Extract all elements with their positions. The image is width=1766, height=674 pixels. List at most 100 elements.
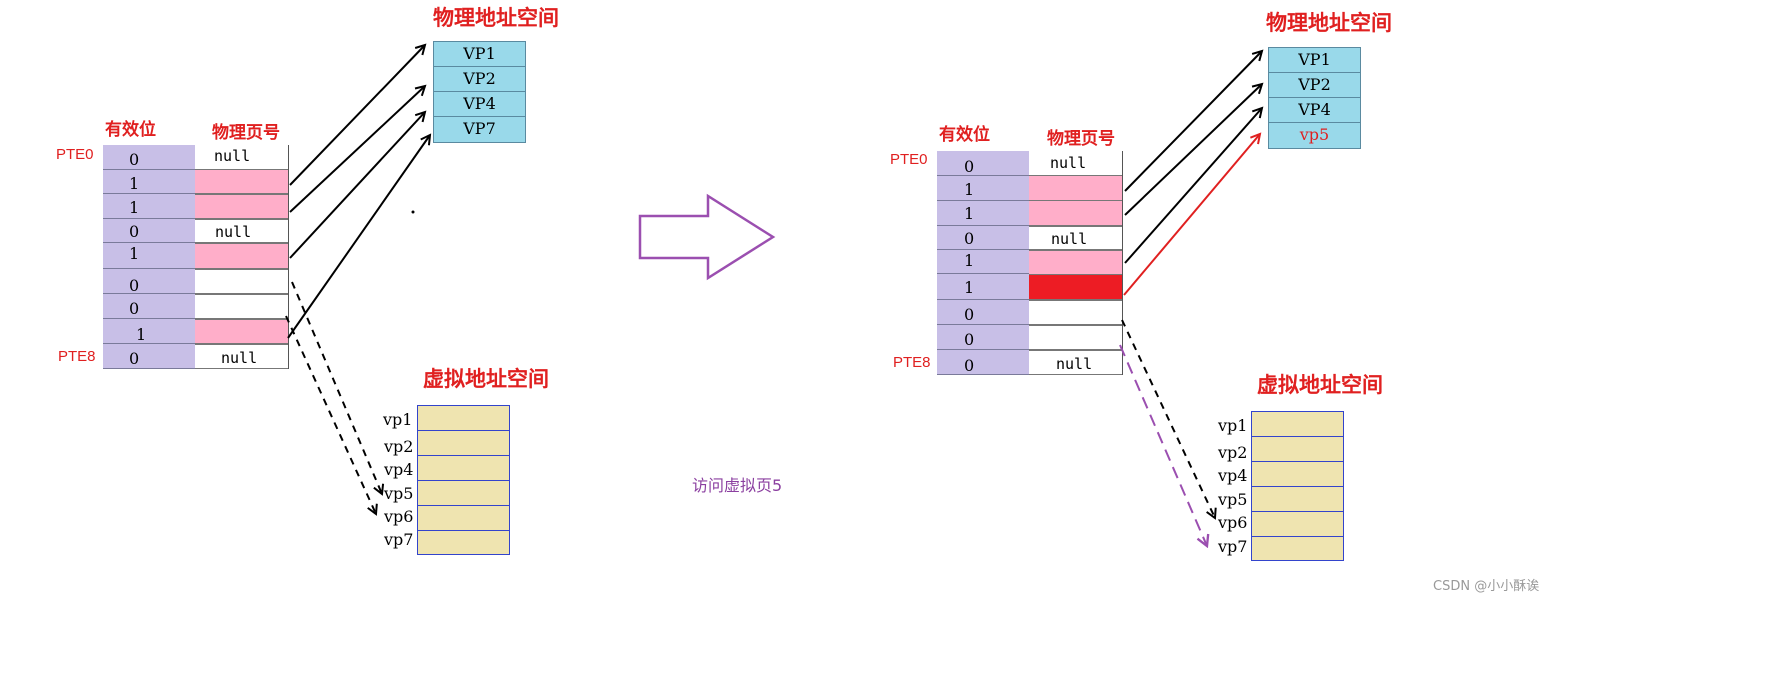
right-valid-cell: 1 bbox=[937, 201, 1029, 226]
valid-bit: 1 bbox=[129, 174, 140, 193]
right-valid-cell: 1 bbox=[937, 176, 1029, 201]
right-phys-page: VP4 bbox=[1268, 97, 1361, 123]
left-phys-page: VP7 bbox=[433, 116, 526, 143]
left-pfn-cell bbox=[195, 294, 289, 319]
right-table-border bbox=[1122, 151, 1123, 375]
pfn-text: null bbox=[1056, 355, 1093, 373]
watermark: CSDN @小小酥诶 bbox=[1433, 579, 1540, 594]
pfn-text: null bbox=[1051, 230, 1088, 248]
left-valid-cell: 0 bbox=[103, 219, 195, 243]
valid-bit: 0 bbox=[129, 150, 140, 169]
valid-bit: 0 bbox=[964, 330, 975, 349]
right-valid-cell: 1 bbox=[937, 274, 1029, 300]
access-note: 访问虚拟页5 bbox=[692, 476, 783, 495]
right-virt-label: vp7 bbox=[1218, 537, 1248, 556]
left-pfn-cell bbox=[195, 169, 289, 194]
left-map-arrow bbox=[289, 45, 425, 186]
right-pfn-cell bbox=[1029, 250, 1123, 275]
left-pfn-cell bbox=[195, 269, 289, 294]
left-valid-cell: 0 bbox=[103, 269, 195, 295]
right-virt-page bbox=[1251, 536, 1344, 561]
right-valid-cell: 1 bbox=[937, 250, 1029, 274]
right-pte8-label: PTE8 bbox=[893, 354, 931, 371]
left-pte0-label: PTE0 bbox=[56, 146, 94, 163]
right-pfn-cell bbox=[1029, 300, 1123, 325]
right-pfn-cell: null bbox=[1029, 151, 1123, 176]
right-virt-label: vp4 bbox=[1218, 466, 1248, 485]
left-pfn-cell bbox=[195, 319, 289, 344]
left-virt-label: vp5 bbox=[384, 484, 414, 503]
left-virt-label: vp2 bbox=[384, 437, 414, 456]
right-virt-label: vp6 bbox=[1218, 513, 1248, 532]
right-valid-cell: 0 bbox=[937, 325, 1029, 350]
valid-bit: 1 bbox=[964, 251, 975, 270]
valid-bit: 1 bbox=[964, 278, 975, 297]
right-virt-title: 虚拟地址空间 bbox=[1257, 373, 1383, 397]
pfn-text: null bbox=[221, 349, 258, 367]
right-map-arrow bbox=[1124, 108, 1262, 264]
right-pfn-cell-new bbox=[1029, 274, 1123, 300]
right-pfn-cell: null bbox=[1029, 350, 1123, 375]
transition-arrow bbox=[638, 193, 776, 281]
right-virt-page bbox=[1251, 436, 1344, 462]
left-virt-label: vp6 bbox=[384, 507, 414, 526]
right-phys-page-new: vp5 bbox=[1268, 122, 1361, 149]
left-pfn-header: 物理页号 bbox=[212, 123, 280, 143]
left-valid-cell: 1 bbox=[103, 243, 195, 269]
right-virt-label: vp1 bbox=[1218, 416, 1248, 435]
pfn-text: null bbox=[215, 223, 252, 241]
right-valid-header: 有效位 bbox=[939, 125, 990, 145]
left-virt-page bbox=[417, 530, 510, 555]
left-valid-cell: 1 bbox=[103, 319, 195, 344]
left-valid-cell: 0 bbox=[103, 294, 195, 319]
left-dashed-arrow bbox=[285, 315, 376, 514]
left-table-border bbox=[288, 145, 289, 369]
pfn-text: null bbox=[1050, 154, 1087, 172]
left-pfn-cell: null bbox=[195, 344, 289, 369]
right-dashed-arrow bbox=[1121, 319, 1215, 518]
left-pte8-label: PTE8 bbox=[58, 348, 96, 365]
left-phys-page: VP1 bbox=[433, 41, 526, 67]
valid-bit: 0 bbox=[129, 222, 140, 241]
left-valid-cell: 0 bbox=[103, 344, 195, 369]
left-valid-cell: 1 bbox=[103, 170, 195, 194]
right-pfn-cell: null bbox=[1029, 226, 1123, 250]
pfn-text: null bbox=[214, 147, 251, 165]
right-pte0-label: PTE0 bbox=[890, 151, 928, 168]
valid-bit: 1 bbox=[964, 204, 975, 223]
right-pfn-cell bbox=[1029, 325, 1123, 350]
left-pfn-cell: null bbox=[195, 145, 289, 170]
left-pfn-cell: null bbox=[195, 219, 289, 243]
right-pfn-header: 物理页号 bbox=[1047, 129, 1115, 149]
right-new-map-arrow bbox=[1123, 134, 1260, 296]
right-phys-title: 物理地址空间 bbox=[1266, 11, 1392, 35]
left-valid-header: 有效位 bbox=[105, 120, 156, 140]
right-dashed-arrow-vp5 bbox=[1119, 344, 1207, 546]
valid-bit: 1 bbox=[129, 244, 140, 263]
right-virt-label: vp5 bbox=[1218, 490, 1248, 509]
right-valid-cell: 0 bbox=[937, 151, 1029, 176]
right-map-arrow bbox=[1124, 84, 1262, 216]
right-valid-cell: 0 bbox=[937, 350, 1029, 375]
valid-bit: 0 bbox=[964, 157, 975, 176]
right-phys-page: VP1 bbox=[1268, 47, 1361, 73]
left-virt-label: vp4 bbox=[384, 460, 414, 479]
left-phys-title: 物理地址空间 bbox=[433, 6, 559, 30]
valid-bit: 0 bbox=[964, 229, 975, 248]
left-virt-label: vp1 bbox=[383, 410, 413, 429]
right-pfn-cell bbox=[1029, 200, 1123, 226]
left-valid-cell: 0 bbox=[103, 145, 195, 170]
left-pfn-cell bbox=[195, 194, 289, 219]
valid-bit: 0 bbox=[129, 276, 140, 295]
left-map-arrow bbox=[287, 135, 430, 339]
left-virt-label: vp7 bbox=[384, 530, 414, 549]
right-valid-cell: 0 bbox=[937, 226, 1029, 250]
valid-bit: 0 bbox=[129, 299, 140, 318]
left-map-arrow bbox=[289, 86, 425, 213]
left-virt-page bbox=[417, 505, 510, 531]
valid-bit: 1 bbox=[964, 180, 975, 199]
right-virt-label: vp2 bbox=[1218, 443, 1248, 462]
right-map-arrow bbox=[1124, 51, 1262, 192]
left-virt-page bbox=[417, 455, 510, 481]
